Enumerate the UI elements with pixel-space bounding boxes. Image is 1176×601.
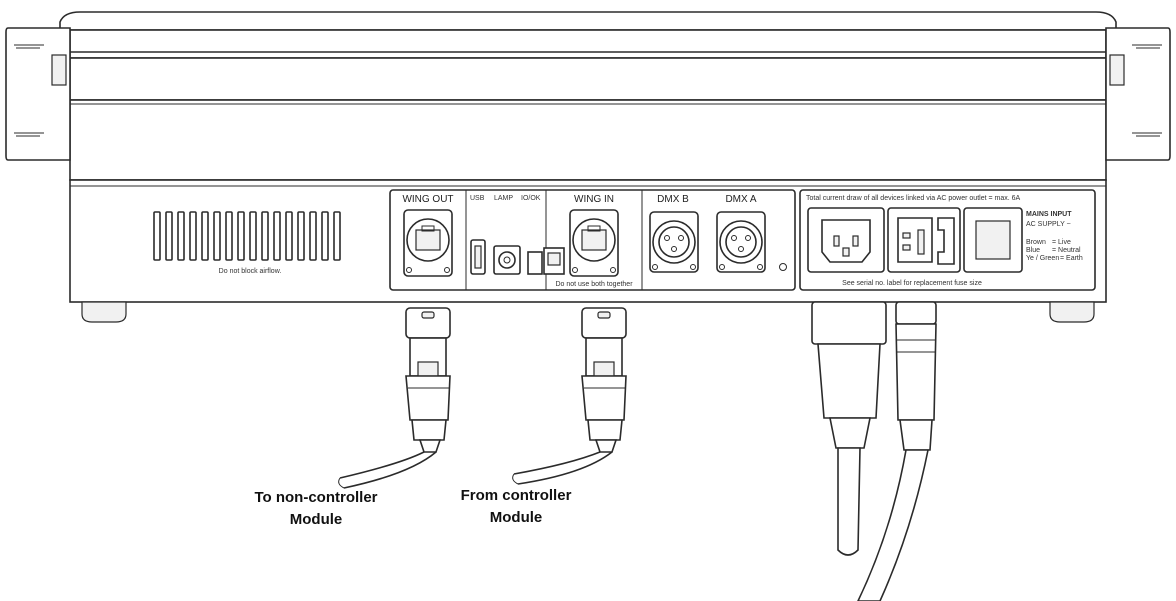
caption-from-line1: From controller <box>461 487 572 504</box>
wing-out-cable <box>338 307 451 489</box>
wing-out-label: WING OUT <box>402 194 453 205</box>
wire-yegreen: Ye / Green <box>1026 255 1059 262</box>
io-label: IO/OK <box>521 195 541 202</box>
ac-outlet-cord <box>811 301 887 556</box>
dmx-a-label: DMX A <box>725 194 756 205</box>
mains-input-label: MAINS INPUT <box>1026 211 1072 218</box>
vent-slot <box>297 211 305 261</box>
vent-slot <box>309 211 317 261</box>
ac-mains-inlet <box>887 207 961 273</box>
vent-slot <box>177 211 185 261</box>
vent-warning-label: Do not block airflow. <box>219 268 282 275</box>
caption-from-line2: Module <box>490 509 543 526</box>
vent-slot <box>165 211 173 261</box>
no-both-note: Do not use both together <box>555 281 633 288</box>
lamp-label: LAMP <box>494 195 513 202</box>
from-controller-caption: From controller Module <box>461 487 572 526</box>
dmx-b-label: DMX B <box>657 194 689 205</box>
wire-blue: Blue <box>1026 247 1040 254</box>
wire-brown: Brown <box>1026 239 1046 246</box>
vent-slot <box>153 211 161 261</box>
usb-lamp-section: USB LAMP IO/OK <box>470 195 565 275</box>
right-mounting-bracket <box>1105 27 1171 161</box>
caption-to-line1: To non-controller <box>254 489 377 506</box>
vent-slot <box>237 211 245 261</box>
mains-inlet-cord <box>857 301 937 601</box>
air-vents: Do not block airflow. <box>153 211 341 275</box>
left-mounting-bracket <box>5 27 71 161</box>
dmx-b-port: DMX B <box>649 194 699 273</box>
caption-to-line2: Module <box>290 511 343 528</box>
vent-slot <box>201 211 209 261</box>
console-top-body <box>59 11 1117 181</box>
wire-neutral: = Neutral <box>1052 247 1081 254</box>
usb-b-port <box>527 251 543 275</box>
wire-live: = Live <box>1052 239 1071 246</box>
vent-slot <box>273 211 281 261</box>
vent-slot <box>189 211 197 261</box>
power-panel: Total current draw of all devices linked… <box>799 189 1096 291</box>
usb-label: USB <box>470 195 485 202</box>
wing-in-label: WING IN <box>574 194 614 205</box>
current-draw-note: Total current draw of all devices linked… <box>806 195 1021 202</box>
dmx-a-port: DMX A <box>716 194 787 273</box>
vent-slot <box>285 211 293 261</box>
vent-slot <box>213 211 221 261</box>
ac-supply-label: AC SUPPLY ~ <box>1026 221 1071 228</box>
ac-power-outlet <box>807 207 885 273</box>
wing-in-port: WING IN Do not use both together <box>555 194 633 288</box>
vent-slot <box>261 211 269 261</box>
to-non-controller-caption: To non-controller Module <box>254 489 377 528</box>
vent-slot <box>321 211 329 261</box>
wing-out-port: WING OUT <box>402 194 454 277</box>
wing-in-cable <box>512 307 627 485</box>
fuse-note: See serial no. label for replacement fus… <box>842 280 982 287</box>
wire-earth: = Earth <box>1060 255 1083 262</box>
vent-slot <box>249 211 257 261</box>
power-switch <box>963 207 1023 273</box>
vent-slot <box>333 211 341 261</box>
vent-slot <box>225 211 233 261</box>
